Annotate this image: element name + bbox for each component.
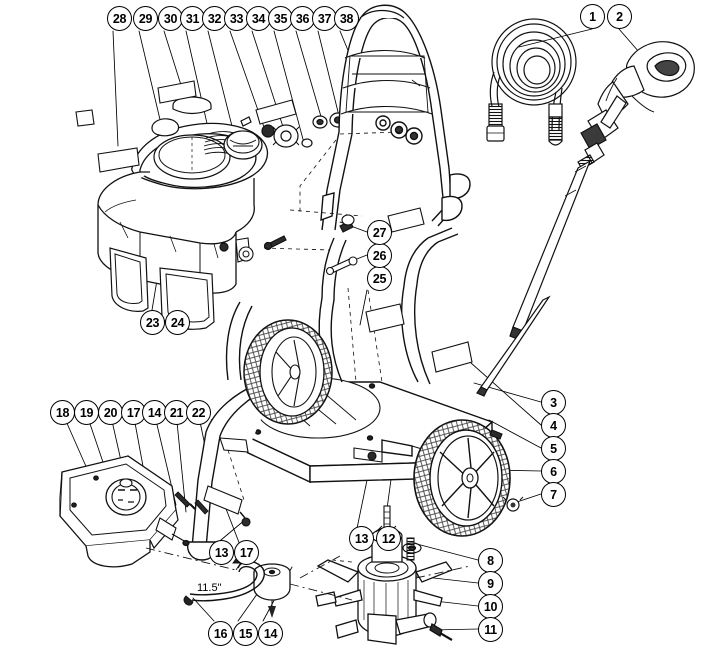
callout-29[interactable]: 29 [133,6,158,31]
wheel-left-rear [243,319,333,425]
callout-1[interactable]: 1 [580,4,605,29]
engine-assembly [97,96,269,330]
callout-6[interactable]: 6 [541,459,566,484]
callout-25[interactable]: 25 [367,266,392,291]
callout-36[interactable]: 36 [290,6,315,31]
engine-decal-plates [75,80,297,173]
callout-4[interactable]: 4 [541,413,566,438]
callout-13[interactable]: 13 [209,540,234,565]
callout-28[interactable]: 28 [107,6,132,31]
leader-line-29 [138,30,163,129]
callout-20[interactable]: 20 [98,400,123,425]
spray-gun-trigger [600,95,627,129]
leader-line-25 [359,289,368,326]
leader-line-37 [317,30,341,121]
callout-15[interactable]: 15 [233,621,258,646]
dimension-label: 11.5" [197,582,222,594]
leader-line-1 [518,28,593,48]
leader-line-35 [273,30,305,144]
callout-24[interactable]: 24 [165,310,190,335]
pump-assembly [315,505,454,645]
callout-14[interactable]: 14 [142,400,167,425]
leader-line-5 [488,419,542,449]
callout-27[interactable]: 27 [367,220,392,245]
callout-14[interactable]: 14 [258,621,283,646]
callout-7[interactable]: 7 [541,482,566,507]
lance-secondary-rod [476,295,551,397]
high-pressure-hose-coil [489,18,577,131]
callout-9[interactable]: 9 [478,571,503,596]
callout-18[interactable]: 18 [50,400,75,425]
callout-30[interactable]: 30 [158,6,183,31]
assembly-guide-lines-thin [227,131,401,563]
thermal-valve-fitting [253,563,291,618]
callout-3[interactable]: 3 [541,390,566,415]
leader-line-28 [112,30,119,147]
frame-decal-plates [365,207,473,373]
callout-34[interactable]: 34 [246,6,271,31]
callout-35[interactable]: 35 [268,6,293,31]
leader-line-21 [175,411,187,513]
callout-26[interactable]: 26 [367,243,392,268]
wheel-right-front [413,419,524,537]
handle-frame-upper [320,4,471,231]
detergent-tank-panel [59,455,209,568]
callout-8[interactable]: 8 [478,548,503,573]
leader-line-31 [185,30,212,142]
callout-13[interactable]: 13 [349,526,374,551]
callout-19[interactable]: 19 [74,400,99,425]
callout-11[interactable]: 11 [478,617,503,642]
callout-12[interactable]: 12 [376,526,401,551]
callout-10[interactable]: 10 [478,594,503,619]
hose-end-fitting-right [548,103,563,146]
spray-gun-trigger-handle [580,41,695,150]
leader-line-36 [295,30,323,121]
lance-wand-extension [509,142,605,341]
callout-38[interactable]: 38 [334,6,359,31]
callout-22[interactable]: 22 [186,400,211,425]
frame-hardware-fasteners [239,214,503,527]
callout-31[interactable]: 31 [180,6,205,31]
callout-33[interactable]: 33 [224,6,249,31]
leader-line-16 [192,597,215,622]
callout-5[interactable]: 5 [541,436,566,461]
callout-2[interactable]: 2 [607,4,632,29]
assembly-guide-lines [145,547,471,601]
hose-end-fitting-left [486,103,505,142]
callout-17[interactable]: 17 [121,400,146,425]
callout-17[interactable]: 17 [234,540,259,565]
leader-line-4 [461,354,542,426]
leader-line-8 [412,542,479,561]
callout-16[interactable]: 16 [208,621,233,646]
callout-23[interactable]: 23 [140,310,165,335]
